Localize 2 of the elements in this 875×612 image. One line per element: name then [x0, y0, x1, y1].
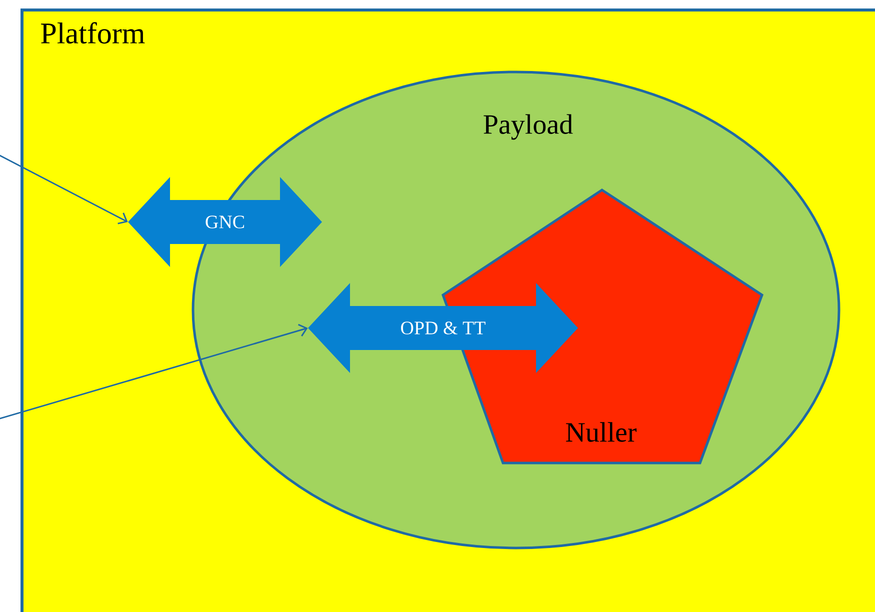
leader-arrow [0, 152, 128, 224]
leader-arrow [0, 324, 308, 421]
